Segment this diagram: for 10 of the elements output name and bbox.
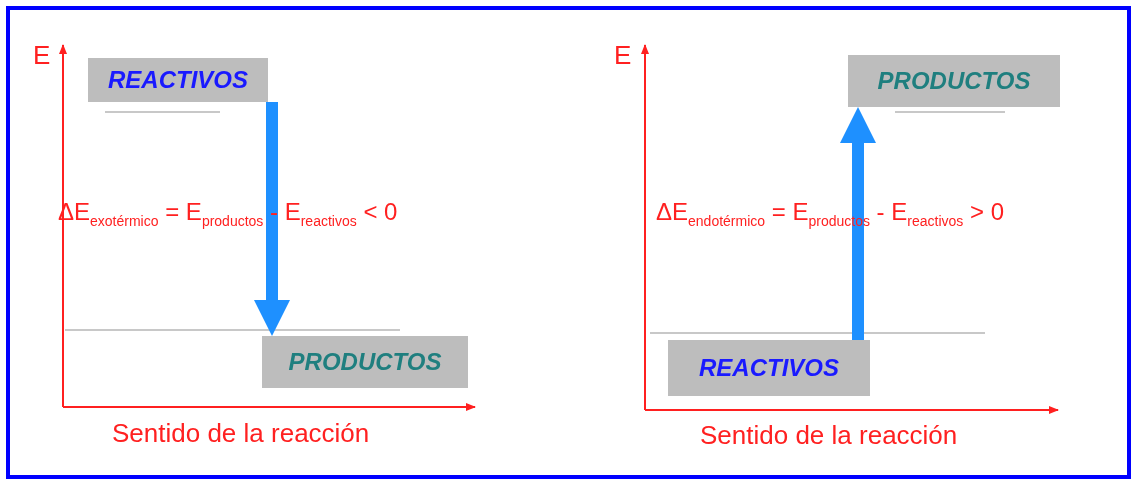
axis-label: Sentido de la reacción: [112, 418, 370, 449]
axis-label: Sentido de la reacción: [700, 420, 958, 451]
level-box: PRODUCTOS: [262, 336, 468, 388]
axis-label: E: [614, 40, 632, 71]
level-box: REACTIVOS: [668, 340, 870, 396]
arrow: [840, 107, 876, 340]
level-box: PRODUCTOS: [848, 55, 1060, 107]
arrow: [254, 102, 290, 336]
axis-label: E: [33, 40, 51, 71]
level-box: REACTIVOS: [88, 58, 268, 102]
